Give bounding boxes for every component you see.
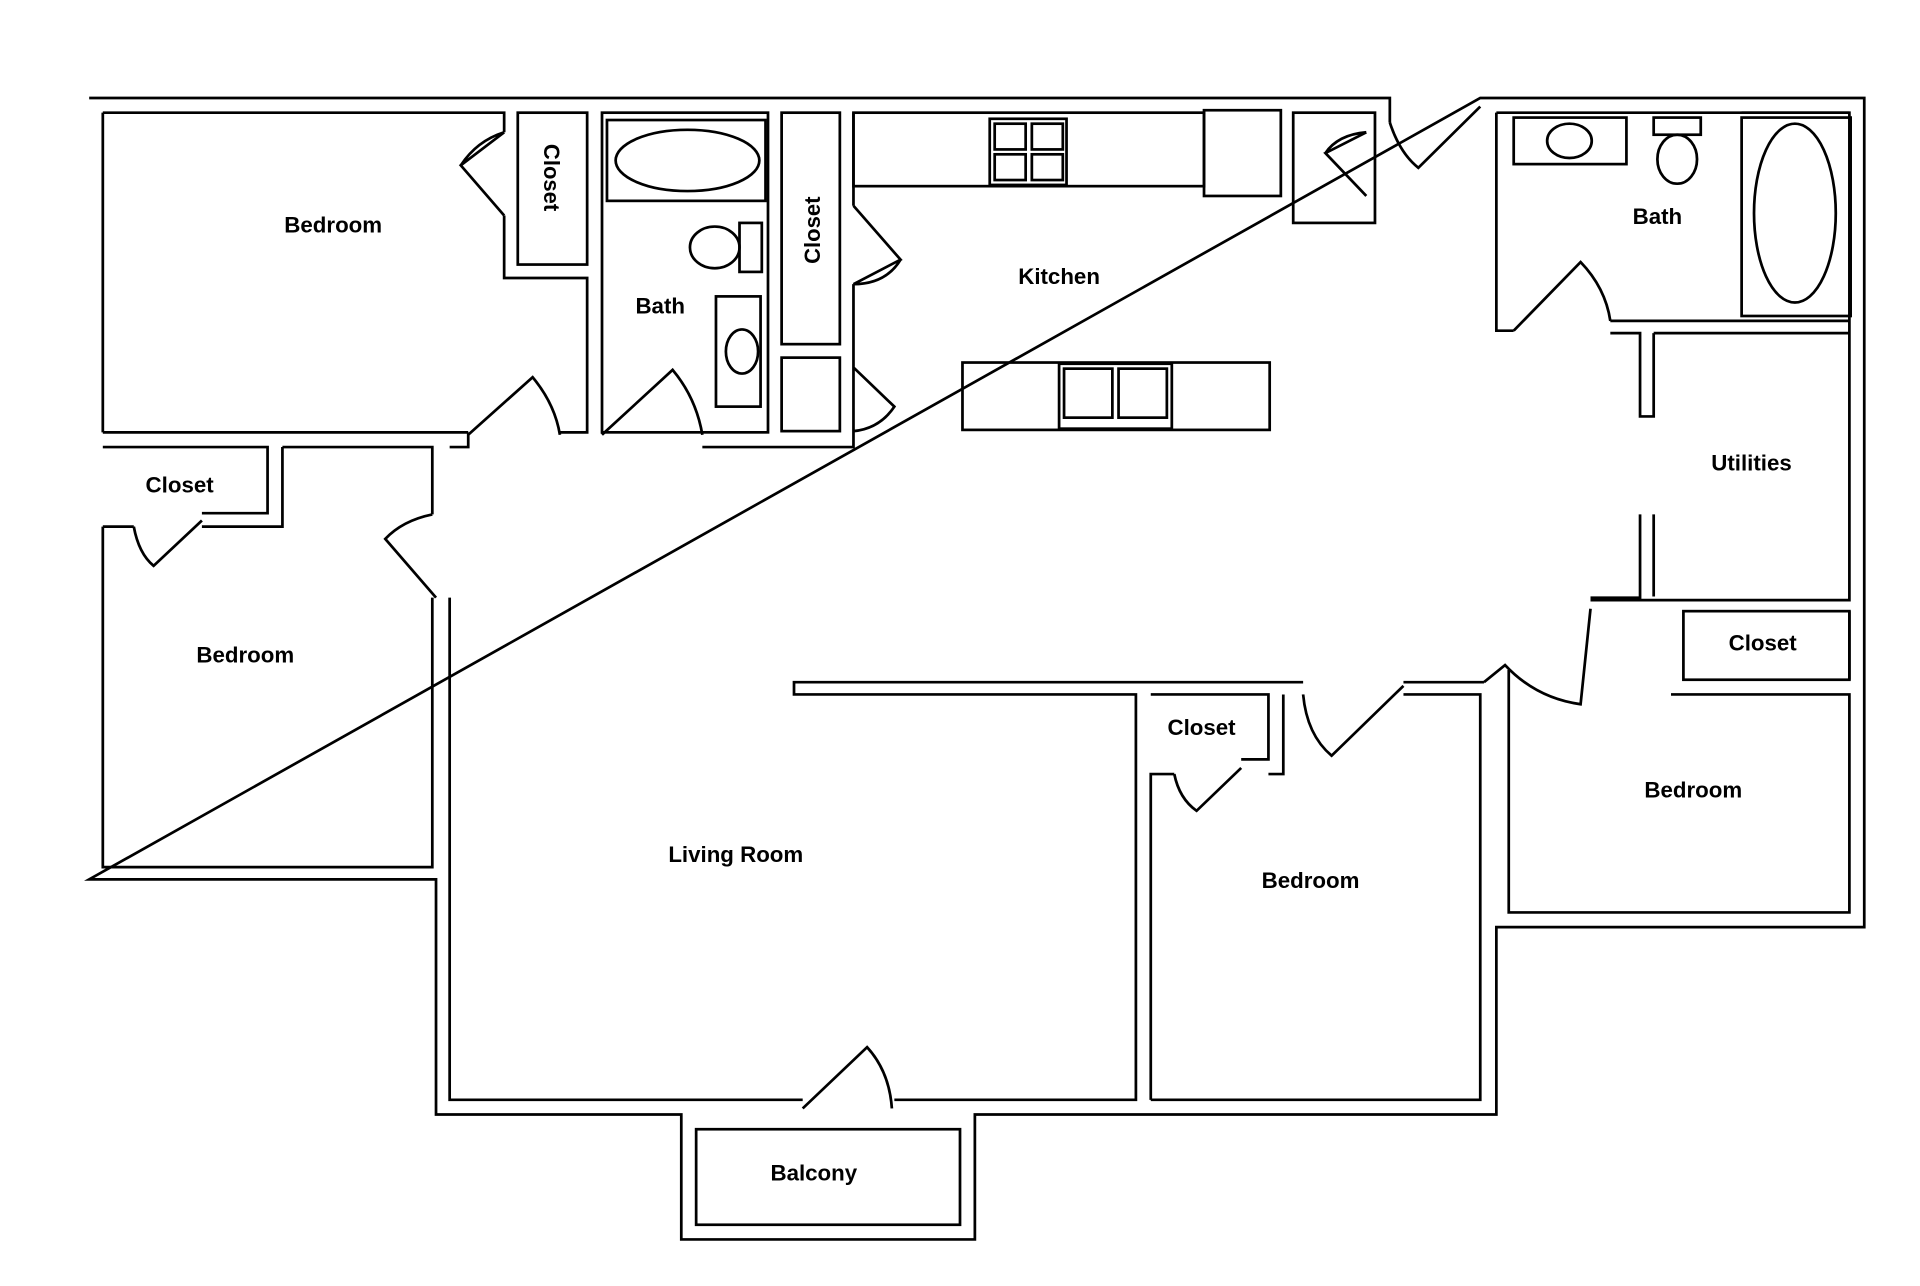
label-utilities: Utilities [1711, 450, 1791, 475]
sink-icon [724, 328, 760, 375]
door-balcony [801, 1045, 894, 1110]
vanity-left [714, 295, 762, 408]
door-closet-top-left [458, 130, 506, 217]
bathtub-right [1740, 116, 1852, 318]
label-closet-left: Closet [146, 472, 215, 497]
balcony-area [694, 1127, 962, 1227]
sink-right-icon [1545, 122, 1594, 160]
kitchen-counter [852, 111, 1206, 188]
pantry [1291, 111, 1377, 225]
toilet-right-tank-icon [1652, 116, 1703, 137]
label-bath-left: Bath [635, 294, 685, 319]
door-closet-left [132, 519, 203, 568]
label-closet-top-left: Closet [539, 144, 564, 212]
exterior-wall-inner [101, 111, 1851, 1102]
closet-hall [780, 111, 842, 346]
label-balcony: Balcony [770, 1161, 857, 1186]
entry-door [1388, 105, 1482, 170]
bath-left-room [600, 111, 770, 434]
door-pantry [1323, 130, 1368, 197]
door-closet-mid [1172, 766, 1243, 813]
bath-right-walls [1494, 111, 1850, 600]
label-closet-mid: Closet [1167, 715, 1236, 740]
label-bath-right: Bath [1633, 204, 1683, 229]
label-closet-right: Closet [1729, 630, 1798, 655]
stove-icon [988, 117, 1068, 187]
exterior-wall [84, 96, 1866, 1241]
label-closet-hall: Closet [800, 196, 825, 264]
toilet-right-bowl-icon [1656, 133, 1699, 186]
sink-right-basin [1117, 367, 1169, 419]
bathtub-left [605, 118, 767, 203]
door-bath-right [1512, 260, 1612, 332]
label-living-room: Living Room [668, 842, 803, 867]
bedroom-top-left-walls [102, 111, 589, 528]
vanity-right [1512, 116, 1628, 166]
door-bedroom-top-left [467, 375, 562, 436]
door-bedroom-left [383, 513, 438, 599]
tub-right-basin-icon [1752, 122, 1838, 304]
toilet-tank-icon [738, 221, 764, 274]
bedroom-mid-walls [1149, 684, 1482, 1102]
burners-icon [993, 122, 1065, 182]
door-bath-left [601, 367, 704, 436]
closet-top-left [516, 111, 589, 266]
closet-small [780, 356, 842, 433]
tub-basin-icon [614, 128, 761, 193]
sink-double-icon [1057, 362, 1174, 431]
label-bedroom-mid: Bedroom [1262, 868, 1360, 893]
toilet-bowl-icon [688, 225, 741, 270]
label-kitchen: Kitchen [1018, 264, 1100, 289]
closet-right [1682, 609, 1851, 682]
label-bedroom-left: Bedroom [196, 643, 294, 668]
door-closet-hall [702, 112, 903, 449]
sink-left-basin [1062, 367, 1114, 419]
door-bedroom-right [1483, 608, 1592, 706]
label-bedroom-right: Bedroom [1644, 777, 1742, 802]
refrigerator-icon [1202, 108, 1283, 198]
label-bedroom-top-left: Bedroom [284, 213, 382, 238]
kitchen-island [961, 361, 1272, 432]
